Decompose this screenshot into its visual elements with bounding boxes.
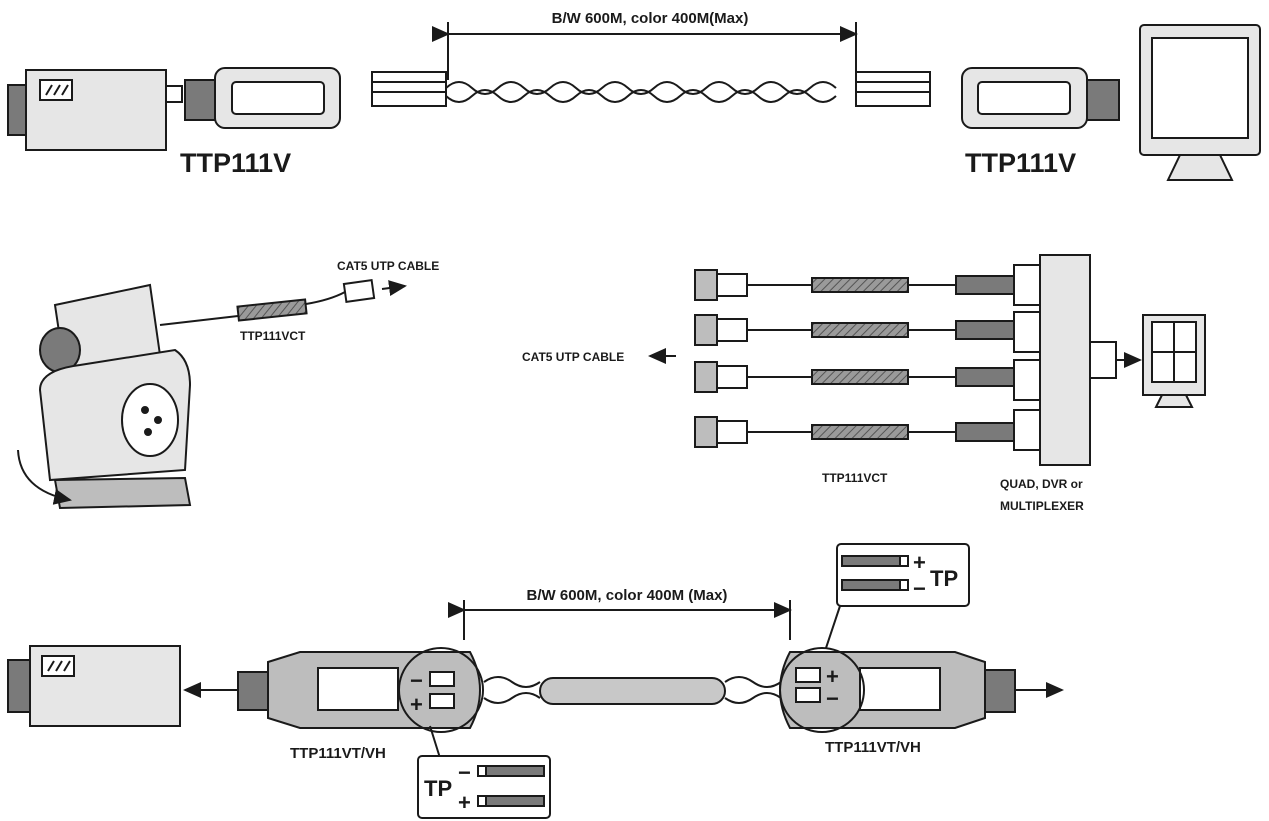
left-callout-tp: TP bbox=[424, 776, 452, 801]
bottom-camera-icon bbox=[7, 645, 181, 727]
left-terminal-callout bbox=[417, 755, 551, 819]
top-section bbox=[7, 22, 1261, 181]
ptz-balun-icon bbox=[236, 298, 308, 322]
right-terminal-callout bbox=[836, 543, 970, 607]
camera-icon bbox=[7, 69, 183, 151]
left-circle-plus: + bbox=[410, 692, 423, 717]
recorder-label-line2: MULTIPLEXER bbox=[1000, 499, 1084, 513]
ptz-cable-label: CAT5 UTP CABLE bbox=[337, 259, 439, 273]
right-callout-tp: TP bbox=[930, 566, 958, 591]
left-terminal-zoom-circle bbox=[398, 647, 484, 733]
monitor-icon bbox=[1139, 24, 1261, 181]
bottom-cable-jacket bbox=[539, 677, 726, 705]
left-callout-plus: + bbox=[458, 790, 471, 815]
quad-cable-label: CAT5 UTP CABLE bbox=[522, 350, 624, 364]
right-terminal-zoom-circle bbox=[779, 647, 865, 733]
quad-device-label: TTP111VCT bbox=[822, 471, 888, 485]
quad-monitor-icon bbox=[1142, 314, 1206, 408]
right-callout-minus: − bbox=[913, 576, 926, 601]
left-circle-minus: − bbox=[410, 668, 423, 693]
ptz-section bbox=[17, 279, 407, 510]
right-balun-icon bbox=[961, 67, 1120, 129]
right-circle-plus: + bbox=[826, 664, 839, 689]
bottom-right-balun-icon bbox=[779, 605, 1016, 733]
right-callout-plus: + bbox=[913, 550, 926, 575]
recorder-label-line1: QUAD, DVR or bbox=[1000, 477, 1083, 491]
left-callout-minus: − bbox=[458, 760, 471, 785]
quad-section bbox=[648, 254, 1206, 466]
right-rj45-icon bbox=[855, 71, 931, 107]
bottom-twisted-cable bbox=[483, 676, 541, 688]
ptz-device-label: TTP111VCT bbox=[240, 329, 306, 343]
ptz-camera-icon bbox=[17, 283, 192, 510]
left-balun-icon bbox=[184, 67, 341, 129]
bottom-left-device-label: TTP111VT/VH bbox=[290, 745, 386, 762]
bottom-section bbox=[7, 543, 1064, 819]
top-left-device-label: TTP111V bbox=[180, 148, 291, 178]
top-right-device-label: TTP111V bbox=[965, 148, 1076, 178]
right-circle-minus: − bbox=[826, 686, 839, 711]
channel-row-4 bbox=[694, 416, 1015, 448]
recorder-icon bbox=[1013, 254, 1117, 466]
bottom-distance-label: B/W 600M, color 400M (Max) bbox=[527, 587, 728, 604]
channel-row-1 bbox=[694, 269, 1015, 301]
bottom-right-device-label: TTP111VT/VH bbox=[825, 739, 921, 756]
bottom-left-balun-icon bbox=[237, 647, 484, 759]
ptz-rj45-icon bbox=[342, 279, 376, 303]
channel-row-3 bbox=[694, 361, 1015, 393]
twisted-pair-cable bbox=[445, 81, 837, 95]
top-distance-label: B/W 600M, color 400M(Max) bbox=[552, 10, 749, 27]
left-rj45-icon bbox=[371, 71, 447, 107]
channel-row-2 bbox=[694, 314, 1015, 346]
